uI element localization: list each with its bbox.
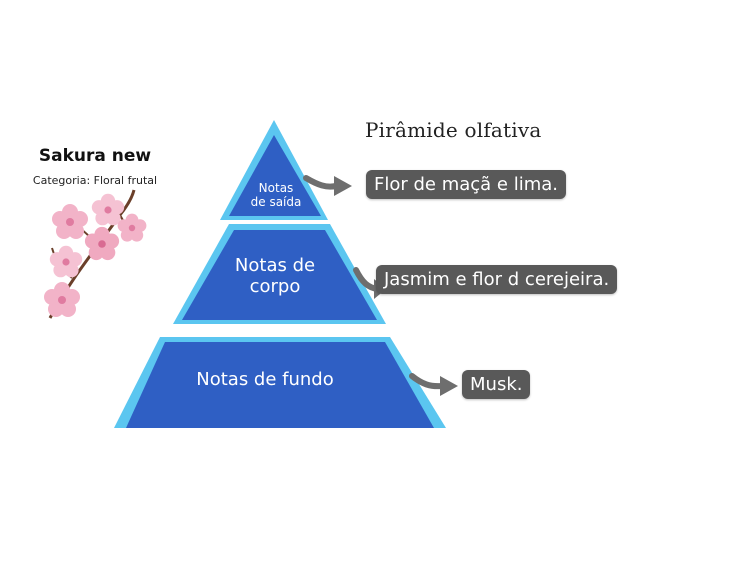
- blossom-flower: [49, 245, 83, 278]
- blossom-flower: [117, 213, 147, 242]
- note-box-middle: Jasmim e flor d cerejeira.: [376, 265, 618, 294]
- product-name: Sakura new: [38, 146, 152, 166]
- blossom-flower: [91, 193, 125, 226]
- product-category: Categoria: Floral frutal: [32, 174, 158, 187]
- pyramid-tier-middle: [173, 224, 386, 324]
- arrow-right-icon: [409, 373, 458, 396]
- tier-label-bottom: Notas de fundo: [196, 369, 334, 390]
- note-box-top: Flor de maçã e lima.: [366, 170, 567, 199]
- blossom-flower: [44, 282, 80, 317]
- cherry-blossom-branch-icon: [44, 189, 147, 319]
- blossom-flower: [84, 226, 120, 261]
- pyramid-title: Pirâmide olfativa: [365, 118, 542, 142]
- arrow-right-icon: [303, 175, 352, 196]
- pyramid-tier-bottom: [114, 337, 446, 428]
- blossom-flower: [52, 204, 88, 239]
- note-box-bottom: Musk.: [462, 370, 531, 399]
- pyramid-tier-top: [220, 120, 328, 220]
